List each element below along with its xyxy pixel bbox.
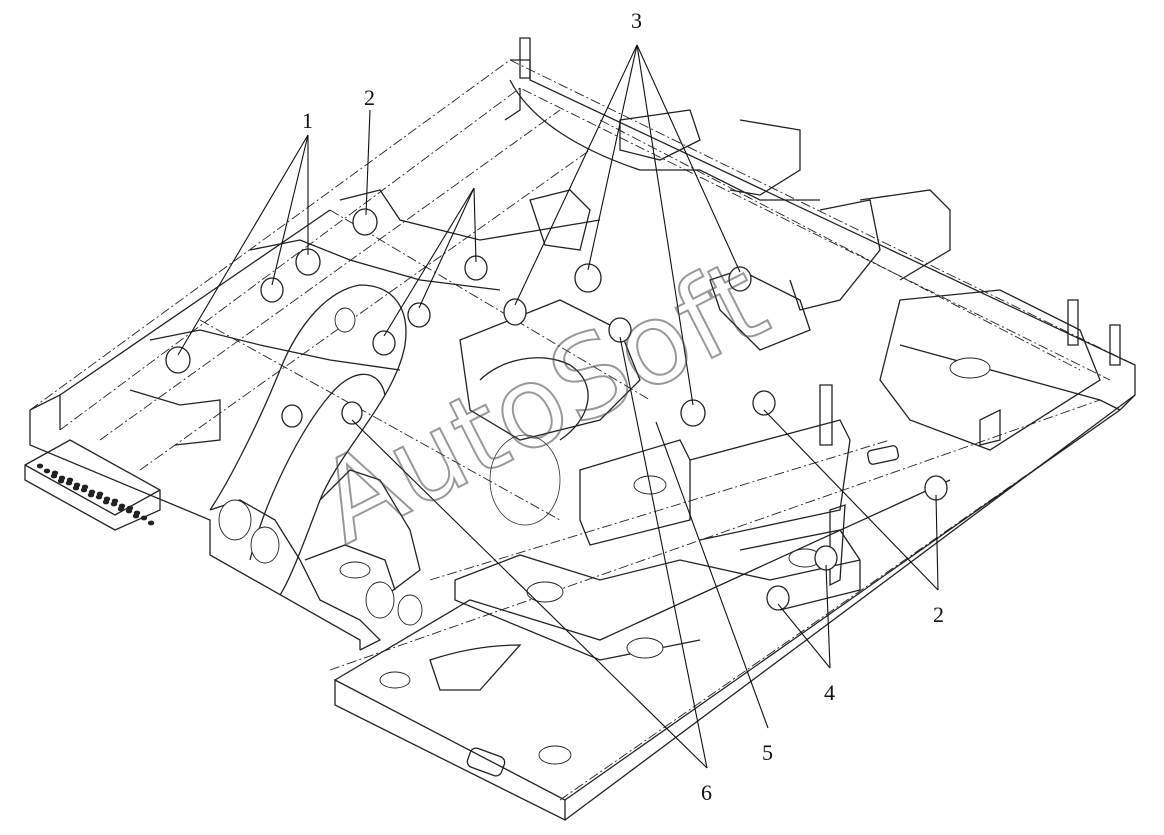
- lower-members: [379, 419, 861, 777]
- step-plate-hole: [36, 463, 44, 469]
- leader-lines: [177, 44, 939, 769]
- step-plate-hole: [125, 508, 133, 514]
- callout-3: 3: [631, 8, 642, 33]
- step-plate-hole: [140, 515, 148, 521]
- step-plate-hole: [87, 492, 95, 498]
- watermark-text: AutoSoft: [298, 235, 786, 569]
- step-plate-hole: [57, 478, 65, 484]
- step-plate: [24, 439, 161, 531]
- step-plate-hole: [80, 487, 88, 493]
- callout-labels: 1 2 3 2 4 5 6: [302, 8, 944, 805]
- step-plate-hole: [65, 480, 73, 486]
- step-plate-hole: [147, 520, 155, 526]
- callout-5: 5: [762, 740, 773, 765]
- step-plate-hole: [110, 501, 118, 507]
- step-plate-hole: [102, 499, 110, 505]
- callout-4: 4: [824, 680, 835, 705]
- step-plate-hole: [43, 468, 51, 474]
- boom-bracket: [209, 284, 641, 651]
- step-plate-hole: [117, 506, 125, 512]
- callout-6: 6: [701, 780, 712, 805]
- bushings: [165, 208, 948, 611]
- callout-1: 1: [302, 108, 313, 133]
- step-plate-hole: [50, 473, 58, 479]
- callout-2-right: 2: [933, 602, 944, 627]
- frame-body: [29, 37, 1136, 822]
- step-plate-hole: [95, 494, 103, 500]
- step-plate-hole: [132, 513, 140, 519]
- callout-2-top: 2: [364, 85, 375, 110]
- step-plate-hole: [72, 485, 80, 491]
